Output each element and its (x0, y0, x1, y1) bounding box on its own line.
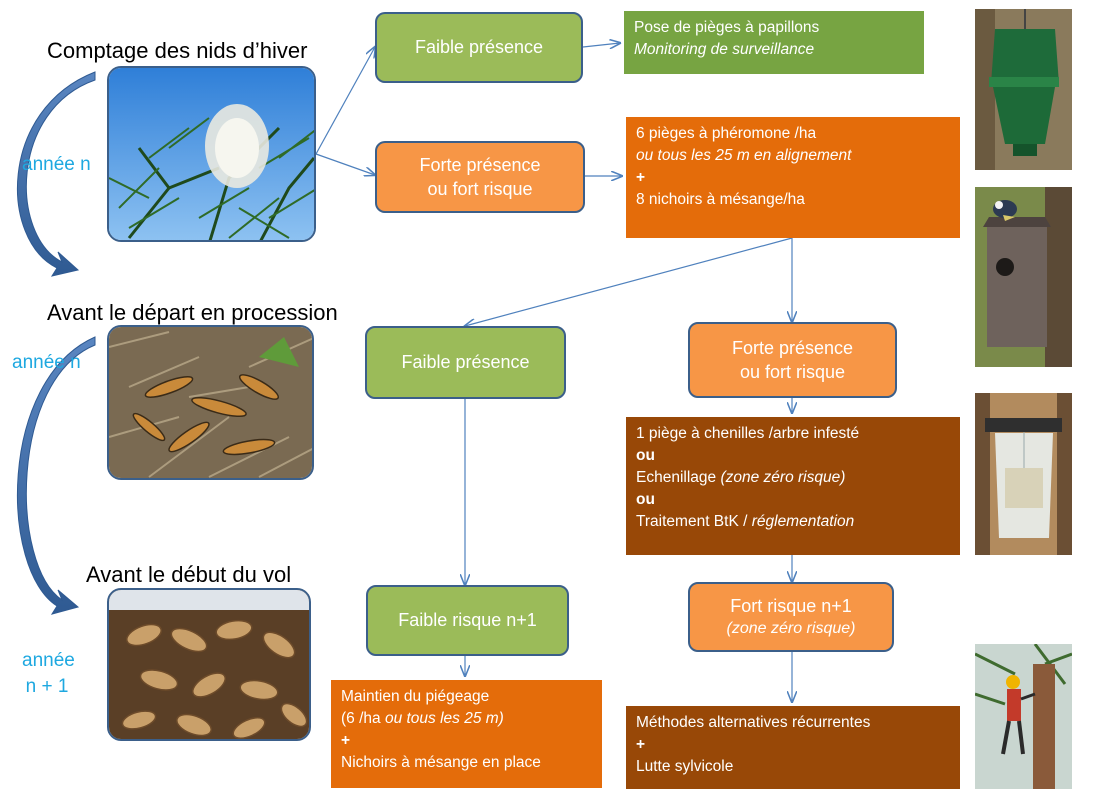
year-curve-arrow-2 (16, 336, 96, 615)
action-pheromone-line1: 6 pièges à phéromone /ha (636, 125, 817, 142)
year-curve-arrow-1 (16, 71, 96, 277)
action-pheromone-plus: + (636, 169, 646, 186)
year-label-n-plus-1-line2: n + 1 (25, 675, 69, 697)
node-high-risk-line2: (zone zéro risque) (726, 620, 856, 638)
arrow-photo-to-high1 (315, 153, 375, 175)
pupae-image (109, 590, 309, 739)
action-maintain-line2b: ou tous les 25 m) (384, 710, 504, 727)
action-alternative-line2: Lutte sylvicole (636, 758, 734, 775)
action-pheromone-traps: 6 pièges à phéromone /ha ou tous les 25 … (626, 117, 960, 238)
stage-title-before-flight: Avant le début du vol (86, 562, 292, 587)
pine-nest-image (109, 68, 314, 240)
year-label-n-second: année n (12, 352, 81, 373)
node-low-presence-procession: Faible présence (365, 326, 566, 399)
node-high-presence-winter-line2: ou fort risque (427, 179, 533, 199)
action-caterpillar-or2: ou (636, 491, 655, 508)
caterpillar-trap-image (975, 393, 1072, 555)
node-high-presence-winter: Forte présence ou fort risque (375, 141, 585, 213)
pine-nest-photo (107, 66, 316, 242)
node-high-presence-procession-line1: Forte présence (731, 337, 854, 358)
node-high-presence-procession-line2: ou fort risque (739, 362, 846, 382)
action-monitoring-line2: Monitoring de surveillance (634, 41, 815, 58)
arrow-low1-to-monitoring (582, 43, 620, 47)
caterpillar-trap-photo (975, 393, 1072, 555)
action-maintain-line2a: (6 /ha (341, 710, 385, 727)
action-caterpillar-line3b: réglementation (751, 513, 855, 530)
year-label-n-first: année n (22, 154, 91, 175)
action-caterpillar-line2b: (zone zéro risque) (720, 469, 846, 486)
arrow-photo-to-low1 (315, 47, 375, 155)
node-high-presence-winter-line1: Forte présence (419, 154, 541, 175)
action-maintain-trapping: Maintien du piégeage (6 /ha ou tous les … (331, 680, 602, 788)
stage-title-before-procession: Avant le départ en procession (47, 300, 338, 325)
node-high-risk-line1: Fort risque n+1 (730, 596, 852, 617)
action-monitoring-line1: Pose de pièges à papillons (634, 19, 820, 36)
node-high-presence-procession: Forte présence ou fort risque (688, 322, 897, 398)
action-caterpillar-line1: 1 piège à chenilles /arbre infesté (636, 425, 860, 442)
action-alternative-line1: Méthodes alternatives récurrentes (636, 714, 871, 731)
action-alternative-methods: Méthodes alternatives récurrentes + Lutt… (626, 706, 960, 789)
node-low-presence-winter: Faible présence (375, 12, 583, 83)
action-maintain-plus: + (341, 732, 351, 749)
action-caterpillar-or1: ou (636, 447, 655, 464)
year-label-n-plus-1: année n + 1 (22, 648, 75, 699)
action-alternative-plus: + (636, 736, 646, 753)
node-low-risk: Faible risque n+1 (366, 585, 569, 656)
processionary-caterpillars-photo (107, 325, 314, 480)
year-label-n-plus-1-line1: année (22, 650, 75, 671)
birdhouse-photo (975, 187, 1072, 367)
action-caterpillar-line3a: Traitement BtK / (636, 513, 752, 530)
tree-climber-image (975, 644, 1072, 789)
node-high-risk: Fort risque n+1 (zone zéro risque) (688, 582, 894, 652)
action-pheromone-line3: 8 nichoirs à mésange/ha (636, 191, 805, 208)
action-monitoring: Pose de pièges à papillons Monitoring de… (624, 11, 924, 74)
action-maintain-line3: Nichoirs à mésange en place (341, 754, 541, 771)
action-maintain-line1: Maintien du piégeage (341, 688, 490, 705)
pupae-photo (107, 588, 311, 741)
butterfly-trap-photo (975, 9, 1072, 170)
action-caterpillar-line2a: Echenillage (636, 469, 721, 486)
caterpillars-image (109, 327, 312, 478)
action-caterpillar-traps: 1 piège à chenilles /arbre infesté ou Ec… (626, 417, 960, 555)
tree-climber-photo (975, 644, 1072, 789)
stage-title-winter-count: Comptage des nids d’hiver (47, 38, 308, 63)
butterfly-trap-image (975, 9, 1072, 170)
birdhouse-image (975, 187, 1072, 367)
arrow-pheromone-to-low2 (465, 237, 793, 326)
action-pheromone-line2: ou tous les 25 m en alignement (636, 147, 852, 164)
